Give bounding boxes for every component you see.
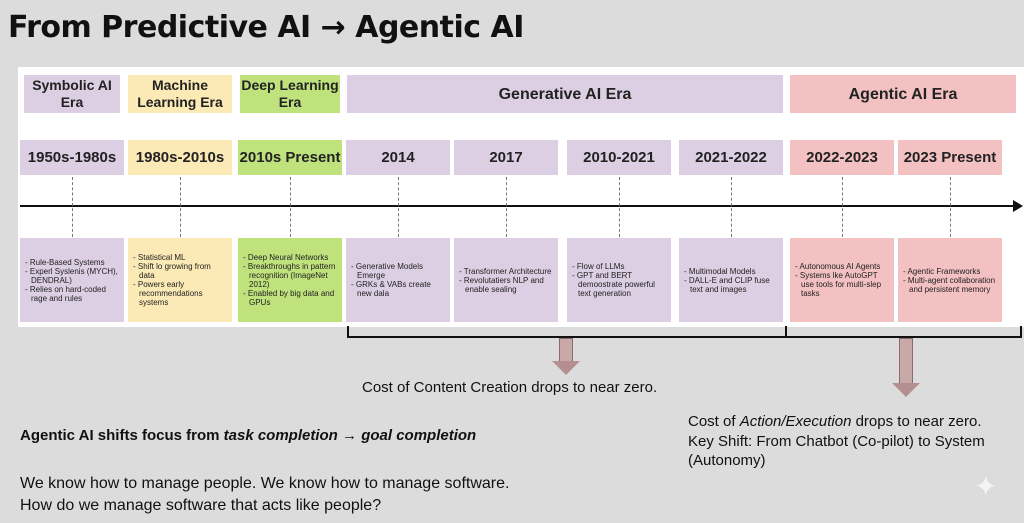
detail-bullet: - Multi-agent collaboration and persiste… (903, 275, 996, 294)
focus-emphasis: goal completion (361, 427, 477, 444)
detail-box: - Flow of LLMs- GPT and BERT demoostrate… (567, 238, 671, 322)
date-box: 2022-2023 (790, 140, 894, 175)
detail-bullet: - Breakthroughs in pattern recognition (… (243, 262, 336, 289)
detail-bullet: - Generative Models Emerge (351, 262, 424, 280)
question-line-1: We know how to manage people. We know ho… (20, 475, 510, 492)
date-box: 2023 Present (898, 140, 1002, 175)
focus-statement: Agentic AI shifts focus from task comple… (20, 426, 476, 445)
era-deep-learning: Deep Learning Era (240, 75, 340, 113)
era-machine-learning: Machine Learning Era (128, 75, 232, 113)
sparkle-icon: ✦ (974, 471, 998, 502)
action-cost-note: Cost of Action/Execution drops to near z… (688, 412, 1024, 431)
detail-box: - Generative Models Emerge- GRKs & VABs … (346, 238, 450, 322)
detail-box: - Statistical ML- Shift lo growing from … (128, 238, 232, 322)
note-text: Cost of (688, 413, 740, 430)
tick-line (842, 177, 843, 237)
detail-bullet: - Experl Syslenis (MYCH), DENDRAL) (25, 266, 118, 285)
detail-box: - Autonomous AI Agents- Systems lke Auto… (790, 238, 894, 322)
tick-line (950, 177, 951, 237)
timeline-axis (20, 200, 1023, 212)
detail-bullet: - Transformer Architecture (459, 266, 552, 276)
date-box: 1950s-1980s (20, 140, 124, 175)
detail-box: - Deep Neural Networks- Breakthroughs in… (238, 238, 342, 322)
focus-text: → (337, 427, 362, 444)
tick-line (731, 177, 732, 237)
down-arrow-icon (552, 338, 580, 375)
detail-box: - Agentic Frameworks- Multi-agent collab… (898, 238, 1002, 322)
tick-line (180, 177, 181, 237)
detail-bullet: - Agentic Frameworks (903, 266, 981, 276)
detail-box: - Transformer Architecture- Revolutatier… (454, 238, 558, 322)
question-line-2: How do we manage software that acts like… (20, 497, 382, 514)
detail-bullet: - Flow of LLMs (572, 262, 625, 271)
tick-line (398, 177, 399, 237)
note-text: drops to near zero. (851, 413, 982, 430)
tick-line (506, 177, 507, 237)
detail-bullet: - DALL-E and CLIP fuse text and images (684, 275, 770, 294)
date-box: 2010-2021 (567, 140, 671, 175)
detail-bullet: - Rule-Based Systems (25, 257, 105, 267)
generative-bracket (347, 326, 787, 338)
detail-bullet: - Relies on hard-coded rage and rules (25, 284, 106, 303)
slide-title: From Predictive AI → Agentic AI (8, 10, 524, 45)
content-cost-note: Cost of Content Creation drops to near z… (362, 379, 658, 396)
era-symbolic: Symbolic AI Era (24, 75, 120, 113)
tick-line (72, 177, 73, 237)
detail-bullet: - Revolutatiers NLP and enable sealing (459, 275, 544, 294)
key-shift-note: Key Shift: From Chatbot (Co-pilot) to Sy… (688, 433, 985, 469)
down-arrow-icon (892, 338, 920, 397)
detail-bullet: - Statistical ML (133, 253, 186, 262)
detail-bullet: - GPT and BERT demoostrate powerful text… (572, 271, 655, 298)
era-agentic: Agentic AI Era (790, 75, 1016, 113)
date-box: 2021-2022 (679, 140, 783, 175)
date-box: 2017 (454, 140, 558, 175)
era-generative: Generative AI Era (347, 75, 783, 113)
date-box: 2014 (346, 140, 450, 175)
date-box: 2010s Present (238, 140, 342, 175)
detail-bullet: - Systems lke AutoGPT use tools for mult… (795, 271, 882, 298)
detail-bullet: - GRKs & VABs create new dala (351, 280, 431, 298)
detail-box: - Multimodal Models- DALL-E and CLIP fus… (679, 238, 783, 322)
focus-emphasis: task completion (223, 427, 338, 444)
focus-text: Agentic AI shifts focus from (20, 427, 224, 444)
detail-bullet: - Powers early recommendations systems (133, 280, 203, 307)
tick-line (619, 177, 620, 237)
detail-bullet: - Deep Neural Networks (243, 253, 329, 262)
agentic-bracket (785, 326, 1022, 338)
detail-box: - Rule-Based Systems- Experl Syslenis (M… (20, 238, 124, 322)
detail-bullet: - Autonomous AI Agents (795, 262, 881, 271)
detail-bullet: - Enabled by big data and GPUs (243, 289, 335, 307)
detail-bullet: - Multimodal Models (684, 266, 756, 276)
note-emphasis: Action/Execution (739, 413, 852, 430)
tick-line (290, 177, 291, 237)
date-box: 1980s-2010s (128, 140, 232, 175)
detail-bullet: - Shift lo growing from data (133, 262, 211, 280)
